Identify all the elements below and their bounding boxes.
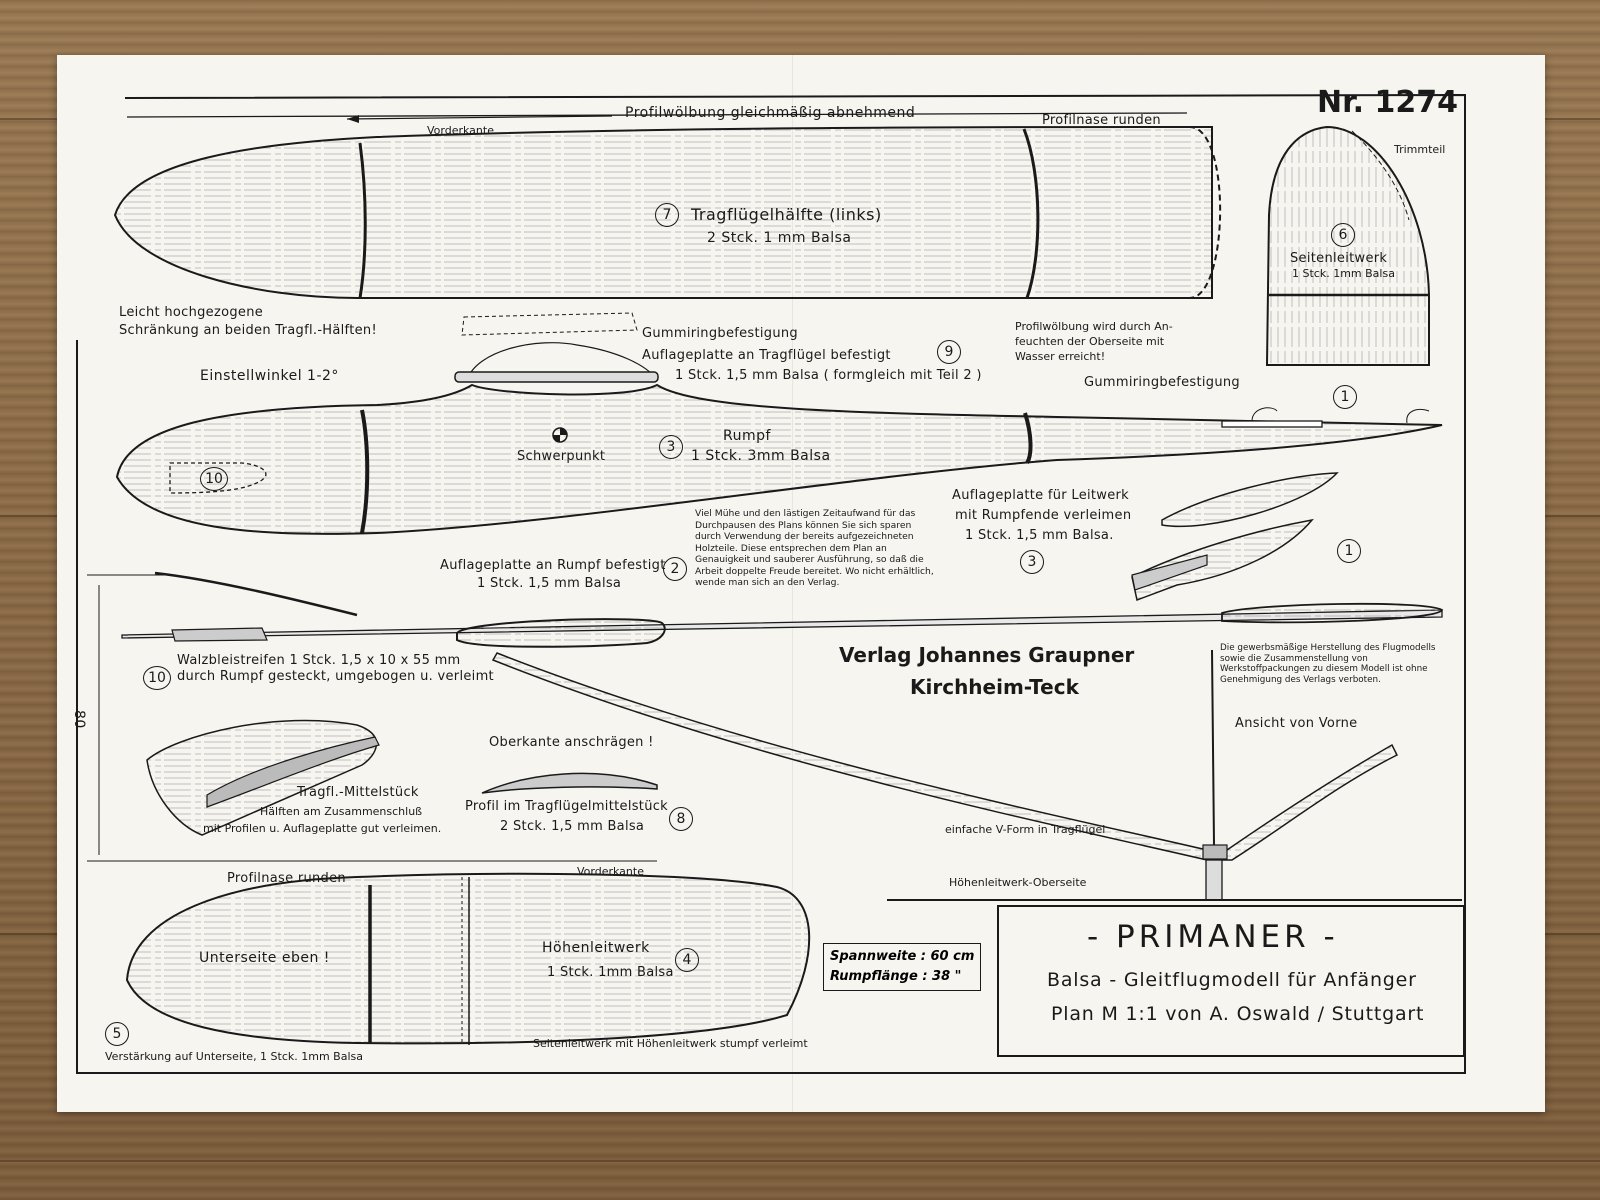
part-number-1-detail: 1: [1337, 539, 1361, 563]
part-number-1: 3: [659, 435, 683, 459]
label-rumpf-qty: 1 Stck. 3mm Balsa: [691, 448, 831, 464]
label-rumpf: Rumpf: [723, 428, 771, 444]
label-auflage-3-1: Auflageplatte für Leitwerk: [952, 488, 1130, 503]
label-befeuchten-2: feuchten der Oberseite mit: [1015, 335, 1165, 348]
spec-box: Spannweite : 60 cm Rumpflänge : 38 ": [823, 943, 982, 991]
border-line: [76, 93, 1466, 1074]
spec-length: Rumpflänge : 38 ": [830, 969, 962, 984]
label-vorderkante-bottom: Vorderkante: [577, 865, 644, 878]
label-oberkante: Oberkante anschrägen !: [489, 735, 654, 750]
dimension-80: 80: [71, 710, 87, 729]
part-number-10: 10: [143, 666, 171, 690]
label-gummi-2: Gummiringbefestigung: [1084, 375, 1240, 390]
label-seitenleitwerk-note: Seitenleitwerk mit Höhenleitwerk stumpf …: [533, 1037, 808, 1050]
label-trimmteil: Trimmteil: [1394, 143, 1446, 156]
copyright-note: Die gewerbsmäßige Herstellung des Flugmo…: [1220, 643, 1436, 685]
label-mittel-2: Hälften am Zusammenschluß: [260, 805, 423, 818]
fin-outline: [1265, 125, 1430, 366]
label-hoehen-qty: 1 Stck. 1mm Balsa: [547, 965, 674, 980]
label-gummi-1: Gummiringbefestigung: [642, 326, 798, 341]
label-hoehen-oben: Höhenleitwerk-Oberseite: [949, 876, 1087, 889]
part-number-5: 5: [105, 1022, 129, 1046]
fuselage-outline: [115, 383, 1443, 535]
label-profilnase-top: Profilnase runden: [1042, 113, 1161, 128]
label-auflage-9-qty: 1 Stck. 1,5 mm Balsa ( formgleich mit Te…: [675, 368, 982, 383]
note-text: Viel Mühe und den lästigen Zeitaufwand f…: [695, 508, 934, 588]
label-auflage-2-qty: 1 Stck. 1,5 mm Balsa: [477, 576, 622, 591]
label-mittel-1: Tragfl.-Mittelstück: [297, 785, 419, 800]
label-walzblei-2: durch Rumpf gesteckt, umgebogen u. verle…: [177, 669, 494, 684]
part-number-6: 6: [1331, 223, 1355, 247]
label-befeuchten-3: Wasser erreicht!: [1015, 350, 1106, 363]
part-number-9: 9: [937, 340, 961, 364]
label-mittel-3: mit Profilen u. Auflageplatte gut verlei…: [203, 822, 442, 835]
label-auflage-2: Auflageplatte an Rumpf befestigt: [440, 558, 666, 573]
plan-subtitle: Balsa - Gleitflugmodell für Anfänger: [1047, 969, 1417, 991]
spec-span: Spannweite : 60 cm: [830, 949, 975, 964]
part-number-2: 2: [663, 557, 687, 581]
title-box: - PRIMANER - Balsa - Gleitflugmodell für…: [997, 905, 1465, 1057]
label-profil-8-qty: 2 Stck. 1,5 mm Balsa: [500, 819, 645, 834]
part-number-7: 7: [655, 203, 679, 227]
stabilizer-outline: [125, 872, 811, 1045]
label-auflage-3-qty: 1 Stck. 1,5 mm Balsa.: [965, 528, 1114, 543]
label-walzblei-1: Walzbleistreifen 1 Stck. 1,5 x 10 x 55 m…: [177, 653, 461, 668]
part-number-8: 8: [669, 807, 693, 831]
plan-sheet: Nr. 1274 Profilwölbung gleichmäßig abneh…: [57, 55, 1545, 1112]
label-profilwoelbung: Profilwölbung gleichmäßig abnehmend: [625, 105, 916, 121]
label-auflage-3-2: mit Rumpfende verleimen: [955, 508, 1132, 523]
part-number-3-detail: 3: [1020, 550, 1044, 574]
plan-title: - PRIMANER -: [1087, 919, 1339, 955]
label-schraenkung-1: Leicht hochgezogene: [119, 305, 264, 320]
plan-author: Plan M 1:1 von A. Oswald / Stuttgart: [1051, 1003, 1425, 1025]
label-wing-qty: 2 Stck. 1 mm Balsa: [707, 230, 852, 246]
label-einstellwinkel: Einstellwinkel 1-2°: [200, 368, 339, 384]
label-schwerpunkt: Schwerpunkt: [517, 449, 606, 464]
publisher-location: Kirchheim-Teck: [910, 675, 1079, 699]
label-unterseite: Unterseite eben !: [199, 950, 330, 966]
publisher-name: Verlag Johannes Graupner: [839, 643, 1135, 667]
label-hoehen-part: Höhenleitwerk: [542, 940, 650, 956]
label-vorderkante-top: Vorderkante: [427, 124, 494, 137]
part-number-10-fuselage: 10: [200, 467, 228, 491]
label-befeuchten-1: Profilwölbung wird durch An-: [1015, 320, 1173, 333]
plan-number: Nr. 1274: [1317, 85, 1458, 120]
part-number-3: 1: [1333, 385, 1357, 409]
label-fin-part: Seitenleitwerk: [1290, 251, 1388, 266]
label-vform: einfache V-Form in Tragflügel: [945, 823, 1106, 836]
label-auflage-9: Auflageplatte an Tragflügel befestigt: [642, 348, 891, 363]
label-fin-qty: 1 Stck. 1mm Balsa: [1292, 267, 1395, 280]
plan-drawing: [76, 93, 1466, 1074]
part-number-4: 4: [675, 948, 699, 972]
label-schraenkung-2: Schränkung an beiden Tragfl.-Hälften!: [119, 323, 377, 338]
label-verstaerkung: Verstärkung auf Unterseite, 1 Stck. 1mm …: [105, 1050, 364, 1063]
label-profil-8: Profil im Tragflügelmittelstück: [465, 799, 669, 814]
fold-line: [792, 55, 793, 1112]
label-wing-part: Tragflügelhälfte (links): [691, 205, 882, 224]
label-profilnase-bottom: Profilnase runden: [227, 871, 346, 886]
label-ansicht: Ansicht von Vorne: [1235, 716, 1358, 731]
